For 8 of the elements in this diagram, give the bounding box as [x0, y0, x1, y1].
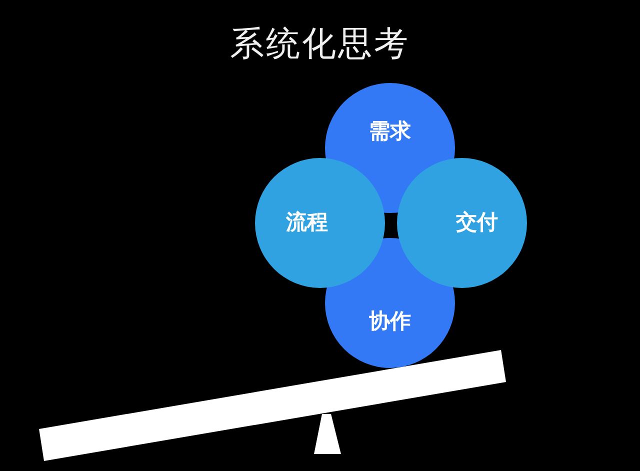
topic-label: 协作: [369, 309, 411, 335]
topic-circle: [397, 158, 527, 288]
topic-circle: [325, 238, 455, 368]
topic-label: 流程: [286, 210, 328, 236]
topic-label: 需求: [369, 119, 411, 145]
topic-label: 交付: [456, 210, 498, 236]
title: 系统化思考: [230, 24, 410, 65]
topic-circle: [255, 158, 385, 288]
